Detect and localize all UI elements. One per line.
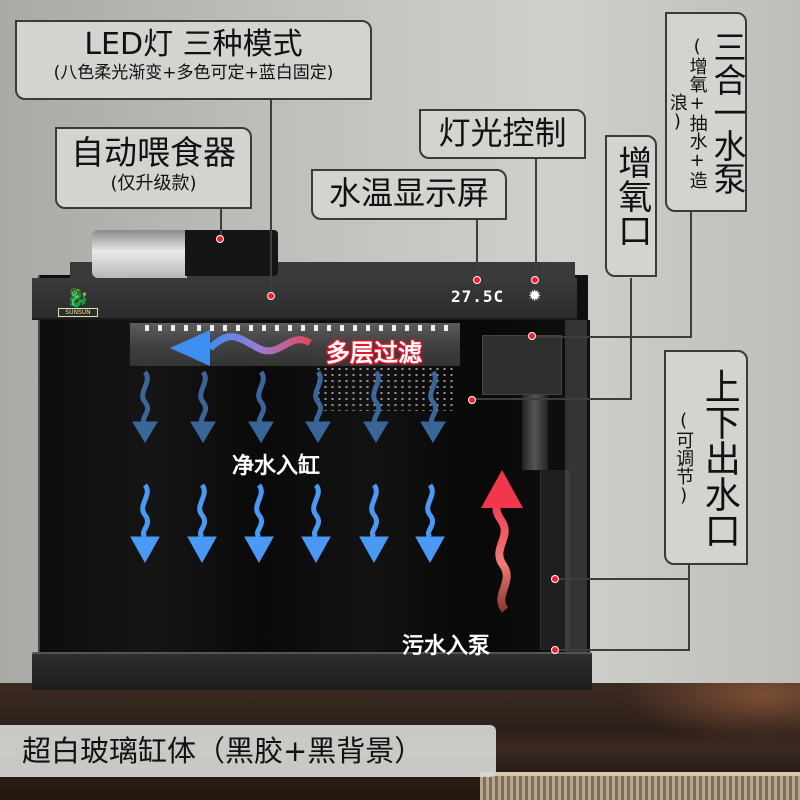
marker-temp bbox=[473, 276, 481, 284]
led-strip bbox=[145, 325, 450, 331]
brand-name: SUNSUN bbox=[58, 308, 98, 317]
callout-auto-feeder: 自动喂食器 (仅升级款) bbox=[55, 127, 252, 209]
temperature-display: 27.5C bbox=[451, 287, 505, 306]
pump-pipe bbox=[522, 395, 548, 470]
down-arrows-lower bbox=[130, 483, 445, 564]
callout-led-light: LED灯 三种模式 (八色柔光渐变+多色可定+蓝白固定) bbox=[15, 20, 372, 100]
callout-oxygen-port: 增氧口 bbox=[605, 135, 657, 277]
marker-pump bbox=[528, 332, 536, 340]
leader-line-feeder bbox=[220, 208, 222, 238]
leader-line-temp bbox=[476, 218, 478, 280]
marker-feeder bbox=[216, 235, 224, 243]
leader-line-outlet-v bbox=[688, 564, 690, 650]
tank-base bbox=[32, 652, 592, 690]
auto-feeder-motor bbox=[185, 230, 278, 276]
down-arrows-upper bbox=[132, 370, 446, 443]
callout-water-pump: 三合一水泵 (增氧+抽水+造浪) bbox=[665, 12, 747, 212]
marker-oxygen bbox=[468, 396, 476, 404]
pump-housing bbox=[482, 335, 562, 395]
leader-line-outlet-lower bbox=[555, 649, 690, 651]
filter-flow-arrow-icon bbox=[170, 330, 312, 366]
pump-intake bbox=[540, 470, 570, 650]
marker-light bbox=[531, 276, 539, 284]
callout-light-control: 灯光控制 bbox=[419, 109, 586, 159]
leader-line-light bbox=[535, 158, 537, 280]
tank-lid bbox=[32, 278, 577, 320]
brand-logo-icon: 🐉 SUNSUN bbox=[58, 290, 98, 320]
light-bulb-icon[interactable]: ✹ bbox=[528, 286, 542, 305]
marker-outlet-lower bbox=[551, 646, 559, 654]
leader-line-pump-h bbox=[535, 336, 692, 338]
filter-flow-label: 多层过滤 bbox=[326, 339, 422, 367]
auto-feeder-hopper bbox=[92, 230, 187, 278]
dirty-water-label: 污水入泵 bbox=[402, 634, 491, 659]
glass-side-panel bbox=[565, 320, 590, 665]
cabinet-light-glow bbox=[620, 683, 800, 743]
callout-water-outlet: 上下出水口 (可调节) bbox=[664, 350, 748, 565]
leader-line-outlet-upper bbox=[555, 578, 690, 580]
callout-glass-body: 超白玻璃缸体（黑胶+黑背景） bbox=[0, 725, 496, 777]
leader-line-led bbox=[270, 100, 272, 296]
leader-line-oxygen-h bbox=[472, 398, 632, 400]
leader-line-oxygen-v bbox=[630, 278, 632, 398]
marker-led bbox=[267, 292, 275, 300]
leader-line-pump-v bbox=[690, 210, 692, 338]
marker-outlet-upper bbox=[551, 575, 559, 583]
callout-temp-display: 水温显示屏 bbox=[311, 169, 507, 220]
speaker-grille bbox=[480, 772, 800, 800]
clean-water-label: 净水入缸 bbox=[232, 454, 321, 479]
dirty-water-up-arrow-icon bbox=[481, 470, 523, 613]
